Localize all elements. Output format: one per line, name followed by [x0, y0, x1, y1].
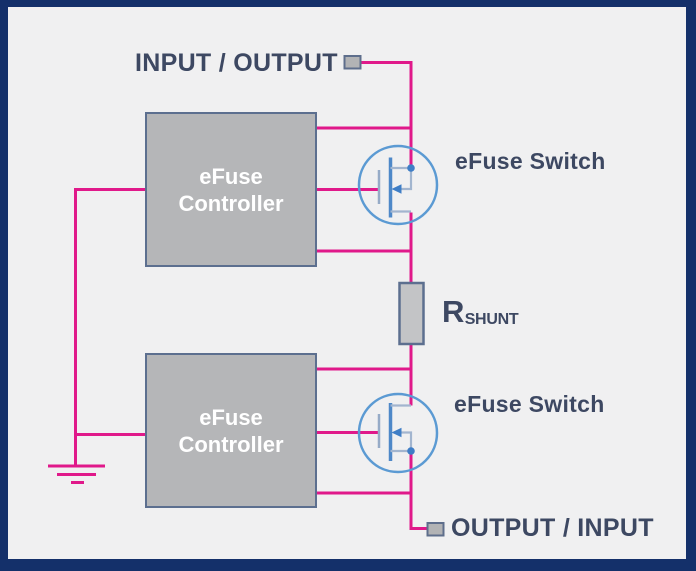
efuse-controller-top-line1: eFuse	[199, 163, 263, 189]
diagram-canvas	[8, 7, 686, 559]
efuse-switch-label-top: eFuse Switch	[455, 148, 606, 174]
efuse-switch-label-bottom: eFuse Switch	[454, 391, 605, 417]
wire-input-terminal-to-drain	[360, 61, 413, 167]
output-input-label: OUTPUT / INPUT	[451, 514, 654, 542]
wire-mosfet-bottom-to-output-terminal	[409, 452, 428, 530]
rshunt-label-sub: SHUNT	[464, 311, 519, 328]
nmos-transistor-icon-top	[357, 144, 439, 226]
terminal-pad-icon-top	[343, 55, 362, 70]
earth-ground-icon	[48, 464, 105, 484]
shunt-resistor-icon	[398, 281, 425, 346]
terminal-pad-icon-bottom	[426, 522, 445, 537]
rshunt-label: RSHUNT	[442, 294, 519, 329]
efuse-controller-top-line2: Controller	[178, 190, 284, 216]
wire-controller-left-to-ground	[74, 188, 145, 465]
efuse-controller-bottom-line1: eFuse	[199, 404, 263, 430]
efuse-controller-block-top: eFuse Controller	[145, 112, 317, 267]
nmos-transistor-icon-bottom	[357, 392, 439, 474]
input-output-label: INPUT / OUTPUT	[135, 49, 338, 77]
rshunt-label-main: R	[442, 294, 465, 329]
efuse-controller-block-bottom: eFuse Controller	[145, 353, 317, 508]
wires	[74, 61, 428, 530]
efuse-controller-bottom-line2: Controller	[178, 431, 284, 457]
